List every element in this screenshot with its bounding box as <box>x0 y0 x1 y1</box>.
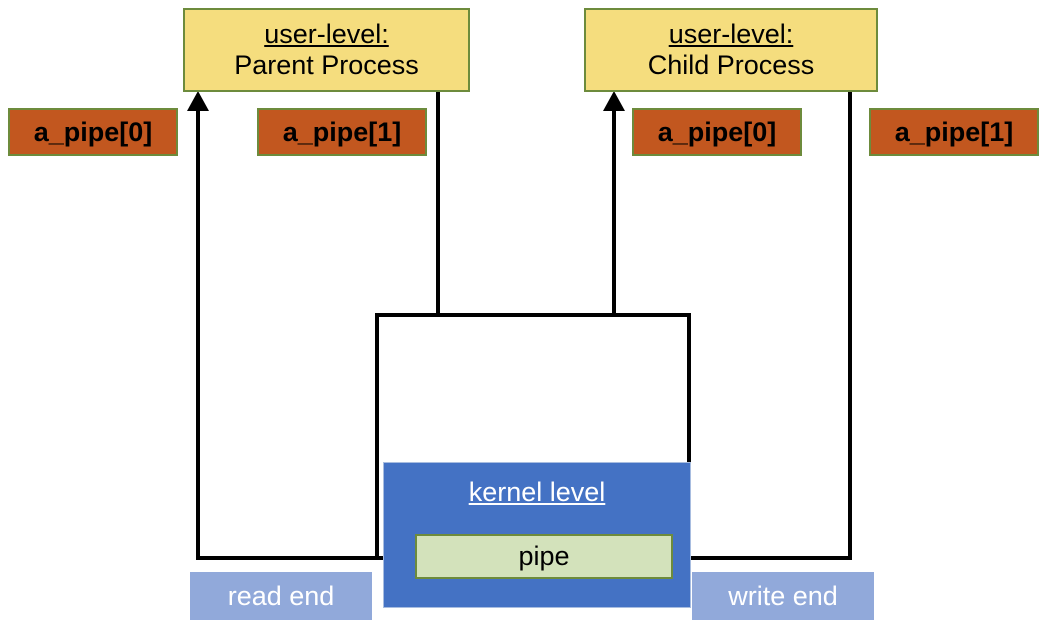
child-read-arrowhead <box>603 91 625 111</box>
parent-read-fd-label: a_pipe[0] <box>8 108 178 156</box>
read-end-label: read end <box>190 572 372 620</box>
child-process-title: user-level: <box>668 18 794 49</box>
read-end-text: read end <box>227 580 335 611</box>
pipe-label: pipe <box>518 541 570 571</box>
child-process-name: Child Process <box>647 50 815 80</box>
parent-process-box: user-level: Parent Process <box>183 8 470 92</box>
child-process-box: user-level: Child Process <box>584 8 878 92</box>
parent-write-vertical-line <box>436 92 440 317</box>
parent-read-arrowhead <box>187 91 209 111</box>
pipe-box: pipe <box>415 534 673 579</box>
parent-process-title: user-level: <box>264 18 389 49</box>
write-end-text: write end <box>728 580 838 611</box>
write-end-label: write end <box>692 572 874 620</box>
child-write-fd-label: a_pipe[1] <box>869 108 1039 156</box>
child-read-vertical-line <box>612 110 616 317</box>
write-end-horizontal-line <box>672 556 852 560</box>
child-write-vertical-line <box>848 92 852 560</box>
parent-read-vertical-line <box>196 110 200 560</box>
child-read-fd-text: a_pipe[0] <box>657 116 777 147</box>
parent-read-fd-text: a_pipe[0] <box>33 116 153 147</box>
parent-write-fd-text: a_pipe[1] <box>282 116 402 147</box>
child-read-fd-label: a_pipe[0] <box>632 108 802 156</box>
kernel-level-title: kernel level <box>468 477 606 507</box>
child-write-fd-text: a_pipe[1] <box>894 116 1014 147</box>
parent-write-fd-label: a_pipe[1] <box>257 108 427 156</box>
read-end-horizontal-line <box>196 556 418 560</box>
parent-process-name: Parent Process <box>234 50 419 80</box>
